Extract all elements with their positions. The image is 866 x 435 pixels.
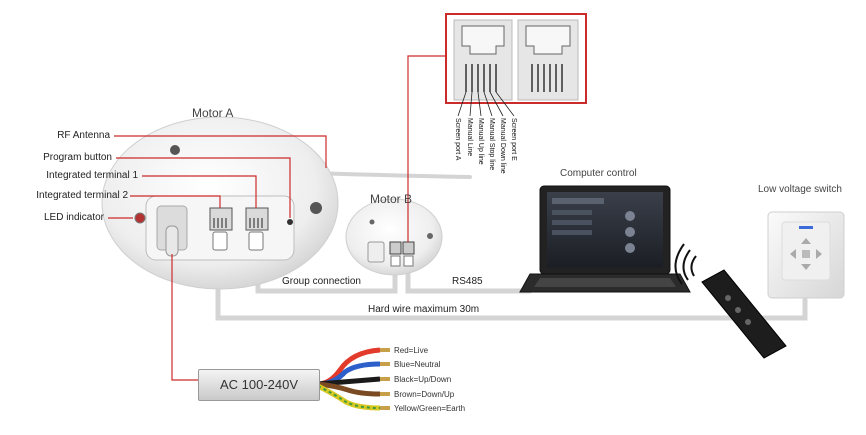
low-voltage-switch [767,211,845,299]
integrated-terminal-2-port [209,207,233,231]
wire-label-up-down: Black=Up/Down [394,375,452,384]
wire-label-earth: Yellow/Green=Earth [394,404,466,413]
leader-lines [108,55,446,381]
plug-a1 [212,231,228,251]
signal-waves-icon [674,243,697,285]
wire-label-live: Red=Live [394,346,429,355]
pin-label-5: Manual Down line [499,118,506,174]
power-cable [316,347,390,411]
label-rf-antenna: RF Antenna [57,130,110,141]
motor-b-title: Motor B [370,192,413,206]
plug-a2 [248,231,264,251]
label-integrated-terminal-2: Integrated terminal 2 [36,190,128,201]
connector-closeup [445,13,587,117]
pin-label-6: Screen port E [510,118,517,161]
label-program-button: Program button [43,152,112,163]
pin-label-3: Manual Up line [477,118,484,165]
low-voltage-switch-title: Low voltage switch [758,184,842,195]
screw-top [170,145,180,155]
pin-label-2: Manual Line [466,118,473,157]
pin-label-1: Screen port A [454,118,461,161]
pin-label-4: Manual Stop line [488,118,495,171]
power-gland [165,225,179,257]
wire-label-neutral: Blue=Neutral [394,360,441,369]
group-connection-label: Group connection [282,276,361,287]
hard-wire-label: Hard wire maximum 30m [368,304,480,315]
motor-b [345,198,443,276]
laptop [519,185,691,293]
motor-a-title: Motor A [192,106,234,120]
label-led-indicator: LED indicator [43,212,104,223]
screw-right [310,202,322,214]
remote-control [674,243,787,359]
ac-power-label: AC 100-240V [198,369,320,401]
led-indicator-light [134,212,146,224]
integrated-terminal-1-port [245,207,269,231]
rs485-label: RS485 [452,276,483,287]
label-integrated-terminal-1: Integrated terminal 1 [46,170,138,181]
computer-control-title: Computer control [560,168,637,179]
program-button [287,219,293,225]
wire-label-down-up: Brown=Down/Up [394,390,455,399]
